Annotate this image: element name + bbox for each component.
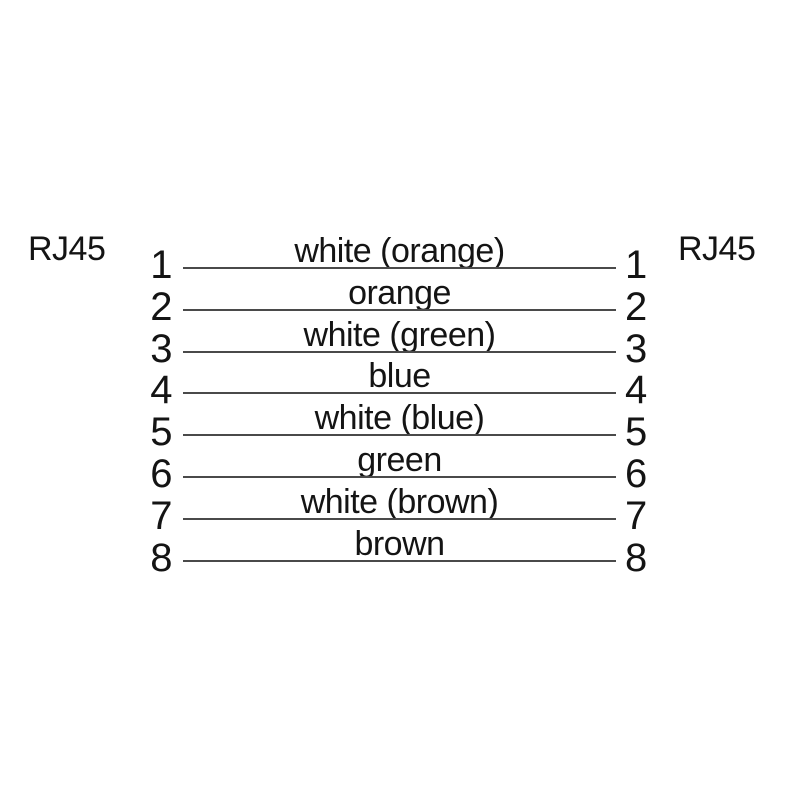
- right-pin-number: 6: [625, 452, 647, 496]
- left-pin-number: 8: [150, 536, 172, 580]
- wire-line: [183, 309, 616, 311]
- left-pin-number: 5: [150, 410, 172, 454]
- wire-color-label: brown: [354, 525, 445, 563]
- wire-color-label: white (orange): [294, 232, 505, 270]
- right-pin-number: 3: [625, 327, 647, 371]
- wire-line: [183, 434, 616, 436]
- left-pin-number: 3: [150, 327, 172, 371]
- wire-line: [183, 560, 616, 562]
- wire-color-label: green: [357, 441, 442, 479]
- wire-line: [183, 476, 616, 478]
- right-pin-number: 7: [625, 494, 647, 538]
- right-pin-number: 2: [625, 285, 647, 329]
- wire-line: [183, 518, 616, 520]
- wire-color-label: white (brown): [300, 483, 499, 521]
- left-connector-label: RJ45: [28, 230, 106, 268]
- wire-line: [183, 267, 616, 269]
- wire-color-label: white (blue): [314, 399, 485, 437]
- left-pin-number: 7: [150, 494, 172, 538]
- right-pin-number: 4: [625, 368, 647, 412]
- wire-line: [183, 392, 616, 394]
- right-pin-number: 5: [625, 410, 647, 454]
- left-pin-number: 2: [150, 285, 172, 329]
- wire-color-label: blue: [368, 357, 431, 395]
- wire-color-label: orange: [348, 274, 451, 312]
- wire-color-label: white (green): [303, 316, 496, 354]
- right-pin-number: 1: [625, 243, 647, 287]
- left-pin-number: 4: [150, 368, 172, 412]
- left-pin-number: 6: [150, 452, 172, 496]
- right-connector-label: RJ45: [678, 230, 756, 268]
- wire-line: [183, 351, 616, 353]
- left-pin-number: 1: [150, 243, 172, 287]
- right-pin-number: 8: [625, 536, 647, 580]
